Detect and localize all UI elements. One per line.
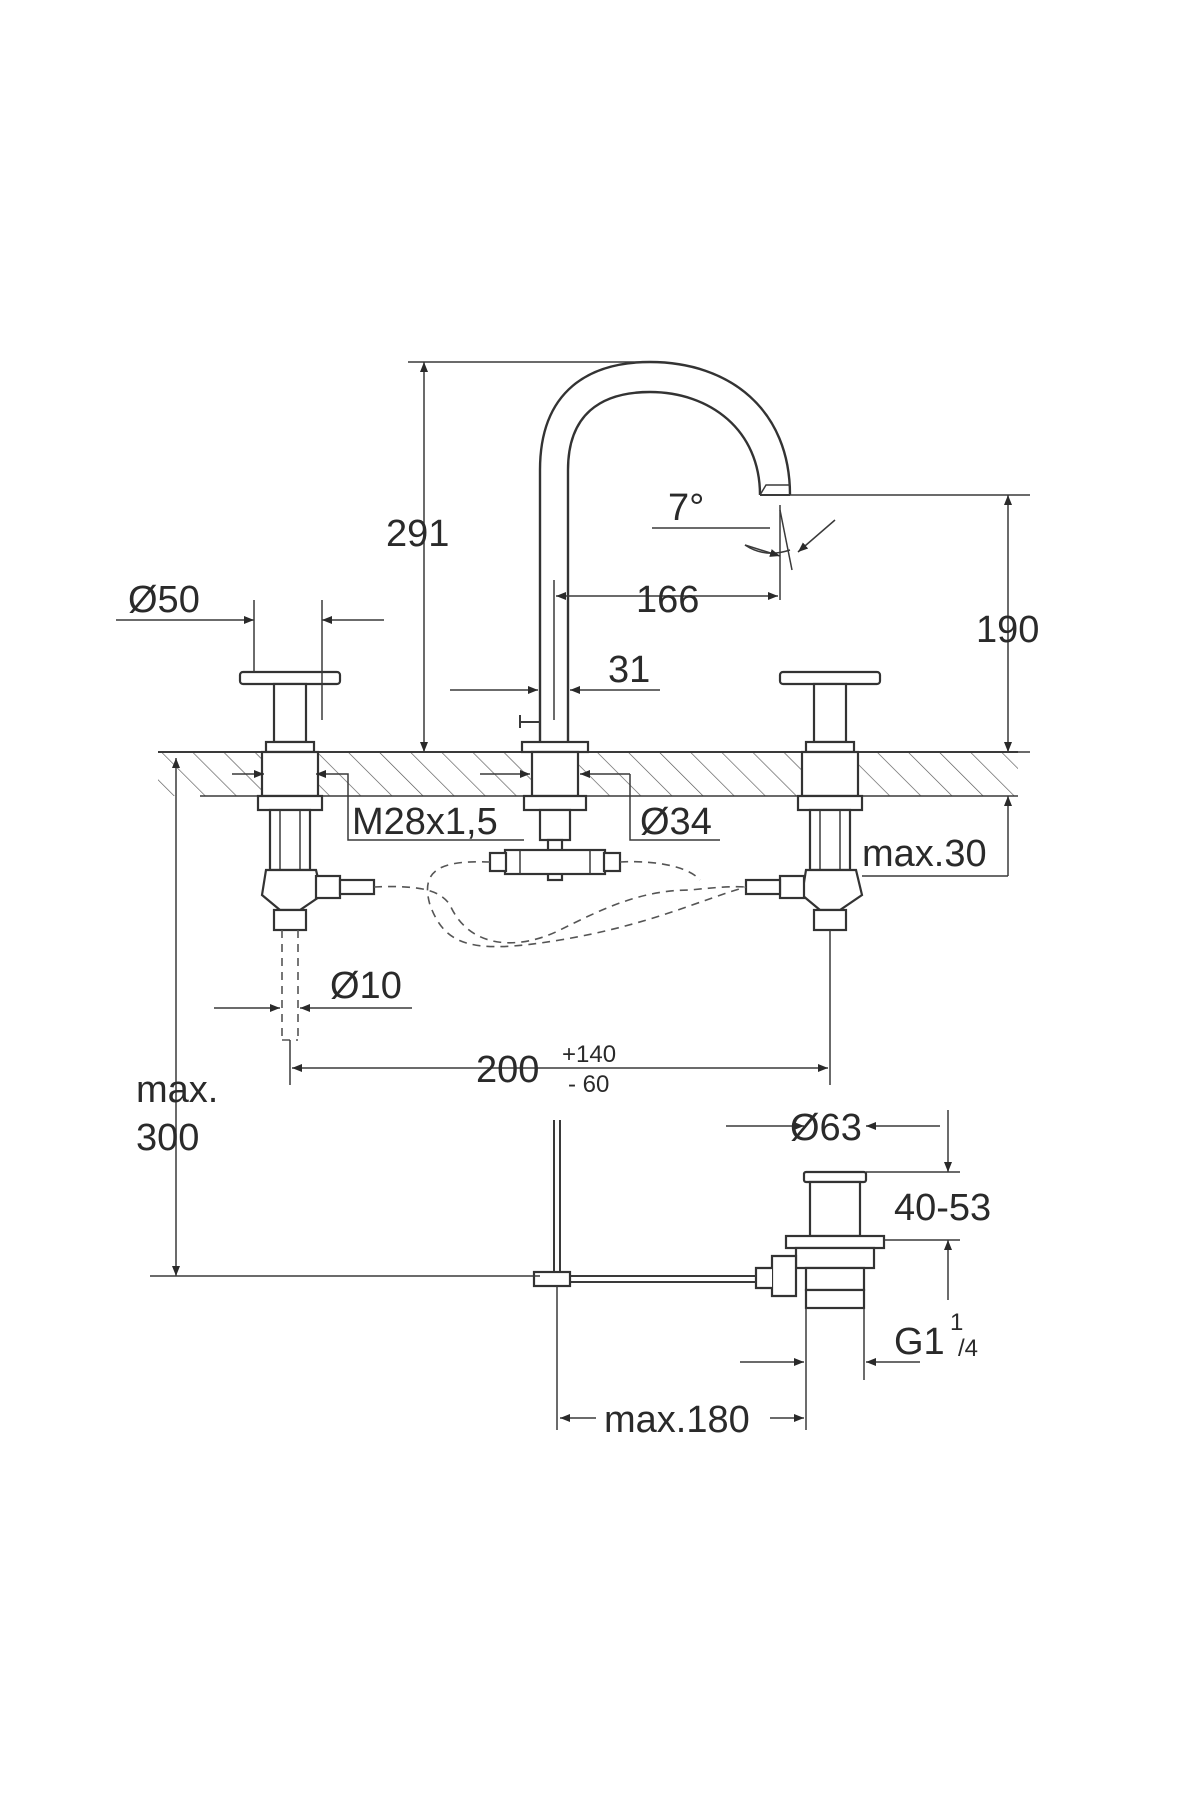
label-drain-depth-2: 300 xyxy=(136,1117,199,1159)
spout xyxy=(488,360,792,882)
label-spout-offset: 31 xyxy=(608,649,650,691)
right-valve xyxy=(744,670,882,932)
label-spout-height: 190 xyxy=(976,609,1039,651)
label-spout-angle: 7° xyxy=(668,487,704,529)
label-drain-depth-1: max. xyxy=(136,1069,218,1111)
pop-up-waste xyxy=(532,1120,886,1310)
label-centers-tol-minus: - 60 xyxy=(568,1071,609,1098)
dimension-lines xyxy=(116,361,1030,1430)
left-valve xyxy=(238,670,376,932)
label-flange-height: 40-53 xyxy=(894,1187,991,1229)
label-handle-diameter: Ø50 xyxy=(128,579,200,621)
label-height-total: 291 xyxy=(386,513,449,555)
label-waste-thread-num: 1 xyxy=(950,1309,963,1336)
label-spout-base-diameter: Ø34 xyxy=(640,801,712,843)
label-spout-reach: 166 xyxy=(636,579,699,621)
label-drain-diameter: Ø63 xyxy=(790,1107,862,1149)
label-waste-thread-den: /4 xyxy=(958,1335,978,1362)
label-rod-length: max.180 xyxy=(604,1399,750,1441)
label-deck-thickness: max.30 xyxy=(862,833,987,875)
label-centers: 200 xyxy=(476,1049,539,1091)
label-hose-diameter: Ø10 xyxy=(330,965,402,1007)
dimension-labels: 291 7° 166 190 Ø50 31 M28x1,5 Ø34 max.30… xyxy=(128,487,1039,1441)
label-waste-thread: G1 xyxy=(894,1321,945,1363)
label-thread: M28x1,5 xyxy=(352,801,498,843)
label-centers-tol-plus: +140 xyxy=(562,1041,616,1068)
